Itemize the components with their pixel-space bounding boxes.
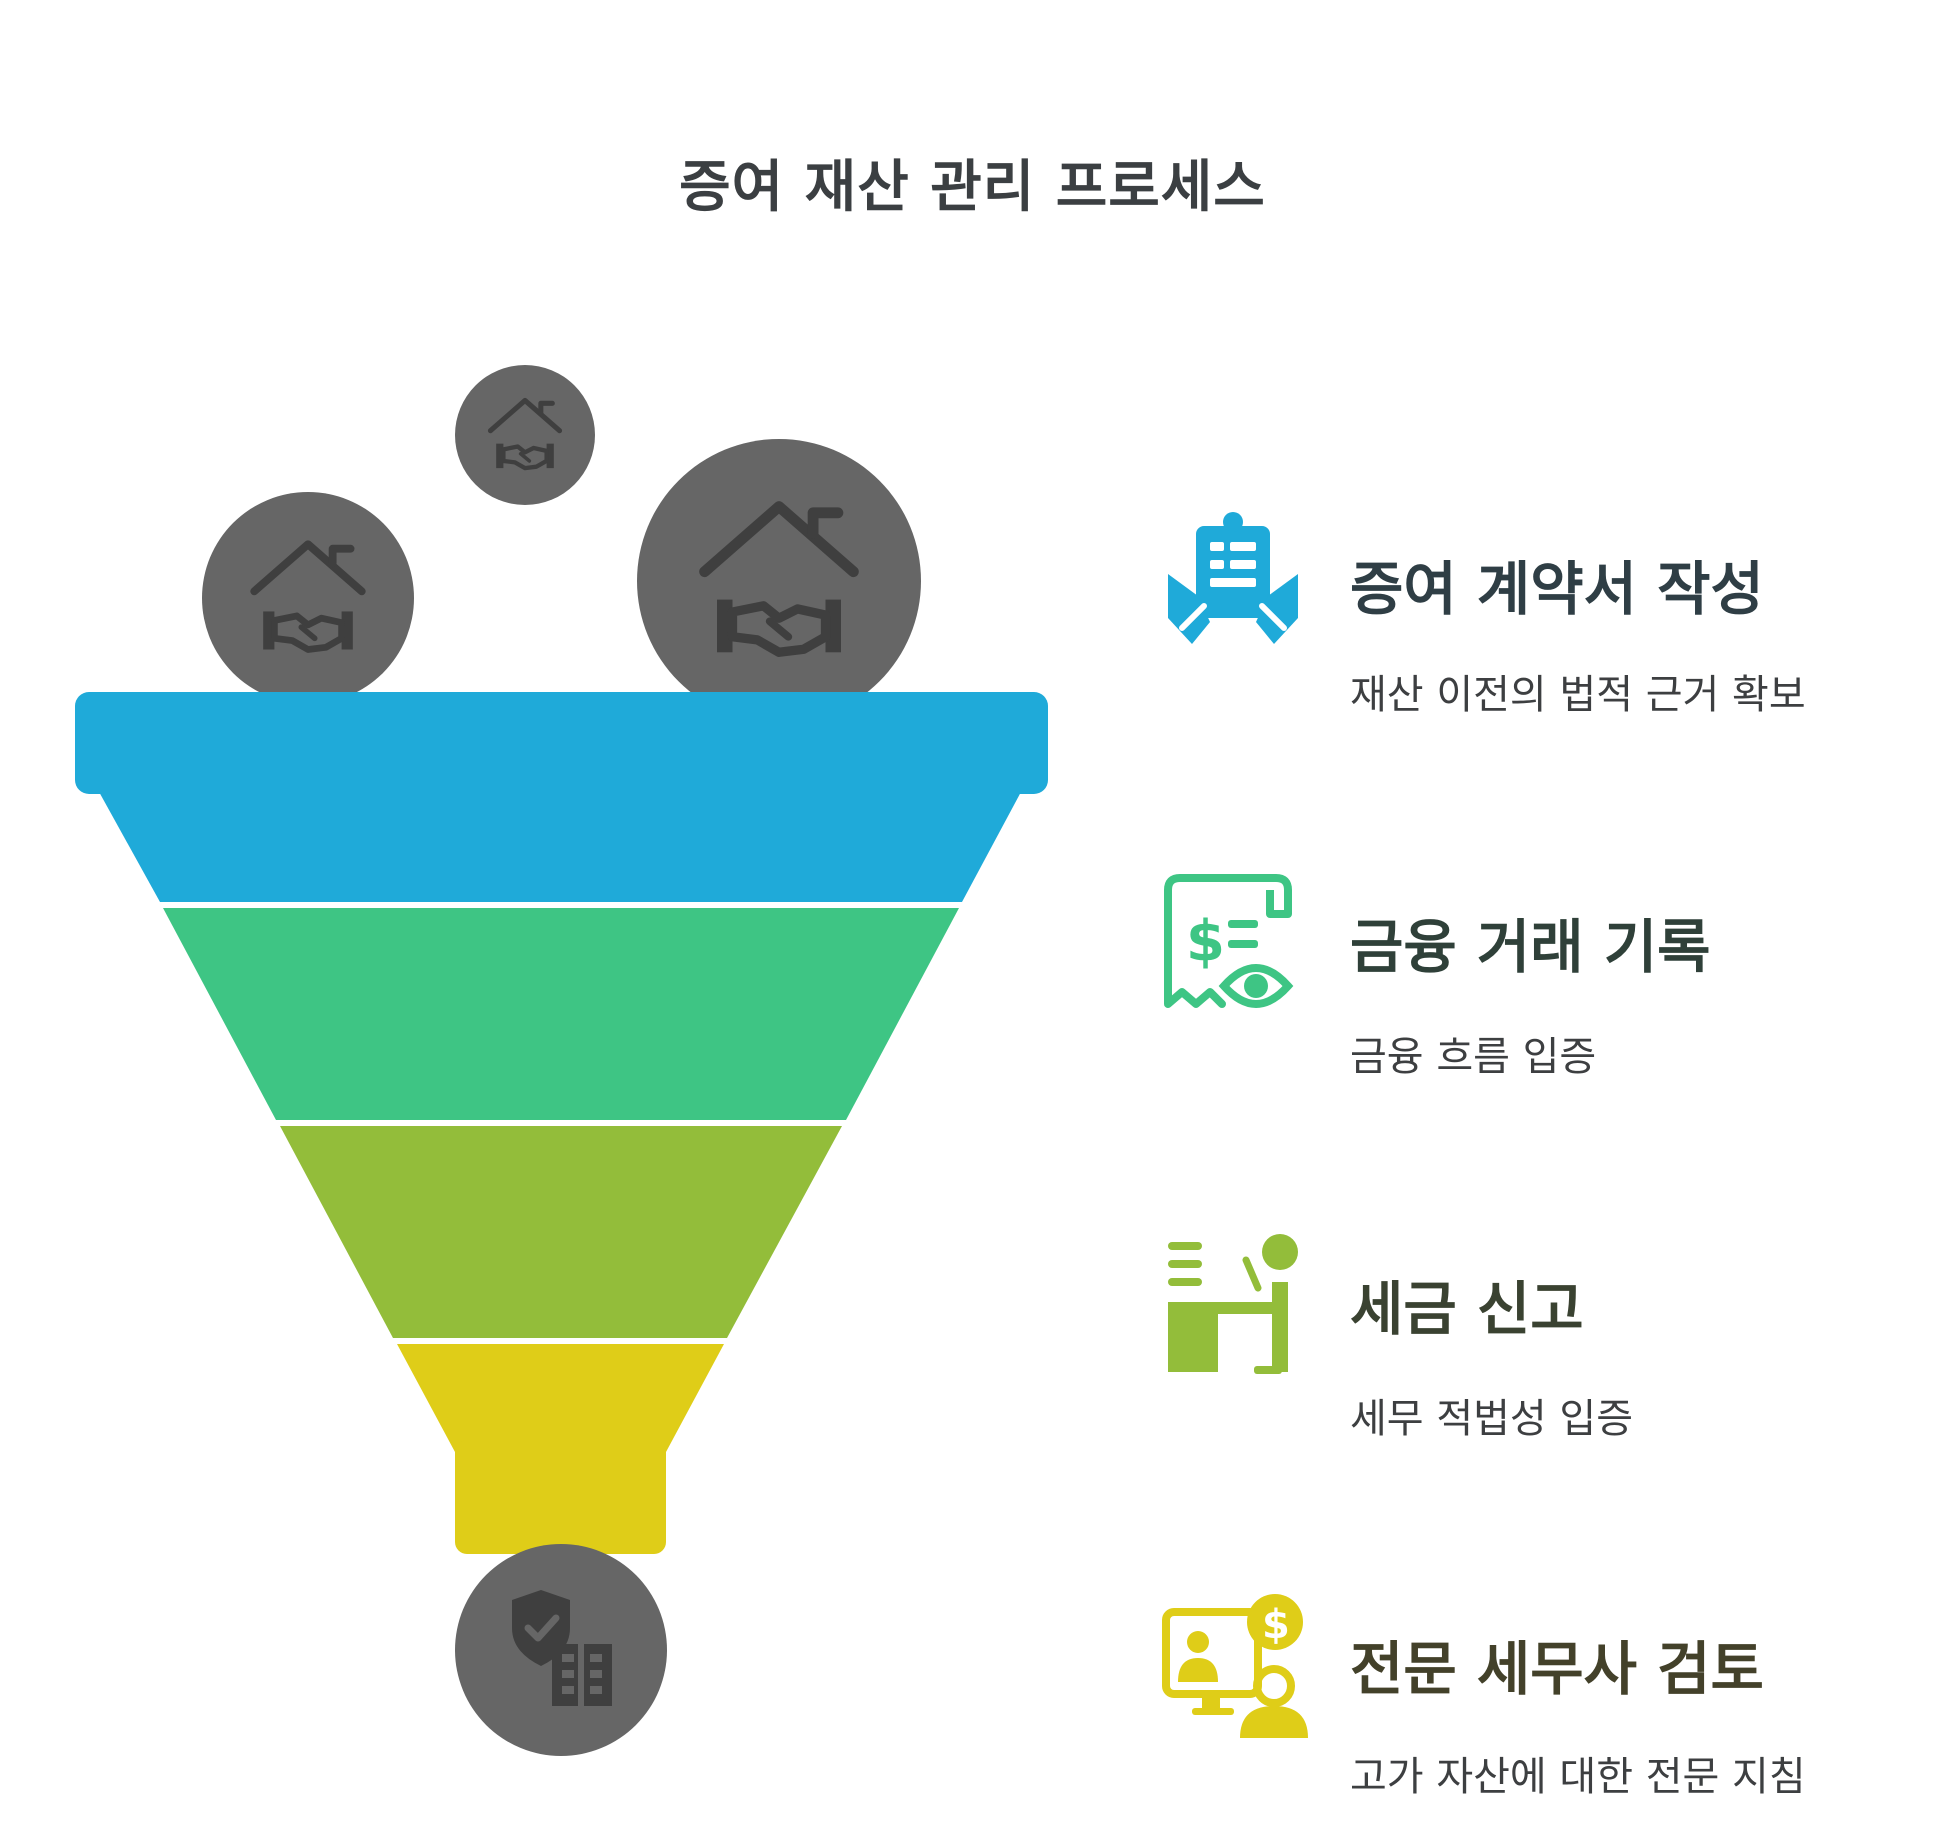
- page-title: 증여 재산 관리 프로세스: [679, 155, 1266, 220]
- svg-text:$: $: [1262, 1602, 1290, 1648]
- shield-building-icon: [512, 1590, 612, 1706]
- ball-bottom: [455, 1544, 667, 1756]
- ball-large: [637, 439, 921, 723]
- step-2-title: 금융 거래 기록: [1350, 913, 1711, 981]
- funnel-layer-4: [397, 1344, 724, 1554]
- step-3-title: 세금 신고: [1350, 1275, 1584, 1343]
- step-1-title: 증여 계약서 작성: [1350, 555, 1764, 623]
- step-4-title: 전문 세무사 검토: [1350, 1635, 1764, 1703]
- funnel-layer-2: [163, 908, 959, 1120]
- advisor-dollar-icon: $: [1162, 1594, 1308, 1738]
- funnel-layer-3: [280, 1126, 842, 1338]
- ball-left: [202, 492, 414, 704]
- contract-hands-icon: [1168, 512, 1298, 644]
- step-4-desc: 고가 자산에 대한 전문 지침: [1350, 1754, 1806, 1800]
- ball-small: [455, 365, 595, 505]
- person-desk-icon: [1168, 1234, 1298, 1374]
- step-2-desc: 금융 흐름 입증: [1350, 1034, 1597, 1080]
- svg-text:$: $: [1186, 909, 1225, 974]
- receipt-eye-icon: $: [1164, 874, 1294, 1008]
- funnel-layer-1: [75, 692, 1048, 902]
- step-1-desc: 재산 이전의 법적 근거 확보: [1350, 672, 1806, 718]
- step-3-desc: 세무 적법성 입증: [1350, 1396, 1634, 1442]
